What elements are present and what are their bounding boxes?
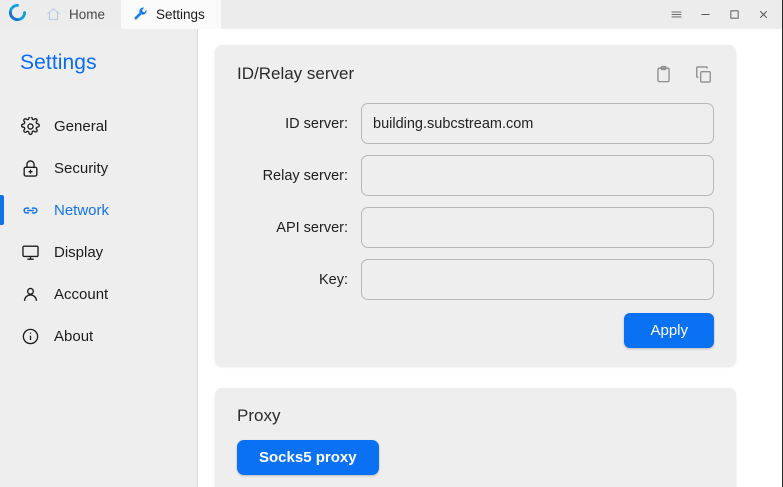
card-header: ID/Relay server — [237, 63, 714, 85]
sidebar-item-about-label: About — [54, 327, 94, 345]
monitor-icon — [20, 242, 40, 262]
form-row-relay-server: Relay server: — [237, 155, 714, 196]
lock-icon — [20, 158, 40, 178]
card-footer-actions: Apply — [237, 313, 714, 348]
apply-button[interactable]: Apply — [624, 313, 714, 348]
tab-settings[interactable]: Settings — [121, 0, 221, 29]
wrench-icon — [133, 7, 148, 22]
sidebar-item-account-label: Account — [54, 285, 109, 303]
sidebar-title: Settings — [20, 51, 97, 74]
form-row-id-server: ID server: — [237, 103, 714, 144]
settings-content: ID/Relay server — [198, 29, 782, 487]
hamburger-menu-icon[interactable] — [662, 0, 691, 29]
sidebar-item-account[interactable]: Account — [0, 273, 197, 315]
sidebar-item-about[interactable]: About — [0, 315, 197, 357]
form-row-api-server: API server: — [237, 207, 714, 248]
card-actions — [652, 63, 714, 85]
sidebar-item-network[interactable]: Network — [0, 189, 197, 231]
app-logo — [0, 0, 34, 29]
id-server-input[interactable] — [361, 103, 714, 144]
tab-settings-label: Settings — [156, 7, 205, 22]
key-label: Key: — [318, 271, 348, 288]
gear-icon — [20, 116, 40, 136]
person-icon — [20, 284, 40, 304]
clipboard-icon[interactable] — [652, 63, 674, 85]
tab-home[interactable]: Home — [34, 0, 121, 29]
socks5-proxy-button[interactable]: Socks5 proxy — [237, 440, 379, 475]
card-title: ID/Relay server — [237, 64, 355, 83]
sidebar-item-security[interactable]: Security — [0, 147, 197, 189]
id-server-label: ID server: — [285, 115, 348, 132]
sidebar-item-display[interactable]: Display — [0, 231, 197, 273]
window-tab-bar: Home Settings — [0, 0, 782, 29]
api-server-label: API server: — [276, 219, 348, 236]
sidebar-item-security-label: Security — [54, 159, 109, 177]
close-icon[interactable] — [749, 0, 778, 29]
sidebar-item-general[interactable]: General — [0, 105, 197, 147]
proxy-card: Proxy Socks5 proxy — [215, 388, 736, 487]
id-relay-server-card: ID/Relay server — [215, 45, 736, 366]
window-controls — [662, 0, 782, 29]
sidebar-item-network-label: Network — [54, 201, 110, 219]
settings-sidebar: Settings General — [0, 29, 198, 487]
sidebar-item-general-label: General — [54, 117, 108, 135]
proxy-card-title: Proxy — [237, 406, 281, 425]
key-input[interactable] — [361, 259, 714, 300]
window-body: Settings General — [0, 29, 782, 487]
copy-icon[interactable] — [692, 63, 714, 85]
maximize-icon[interactable] — [720, 0, 749, 29]
relay-server-input[interactable] — [361, 155, 714, 196]
relay-server-label: Relay server: — [262, 167, 348, 184]
home-icon — [46, 7, 61, 22]
info-icon — [20, 326, 40, 346]
tab-bar-spacer — [221, 0, 662, 29]
link-icon — [20, 200, 40, 220]
rustdesk-logo-icon — [8, 3, 27, 27]
form-row-key: Key: — [237, 259, 714, 300]
sidebar-item-display-label: Display — [54, 243, 104, 261]
api-server-input[interactable] — [361, 207, 714, 248]
tab-home-label: Home — [69, 7, 106, 22]
minimize-icon[interactable] — [691, 0, 720, 29]
